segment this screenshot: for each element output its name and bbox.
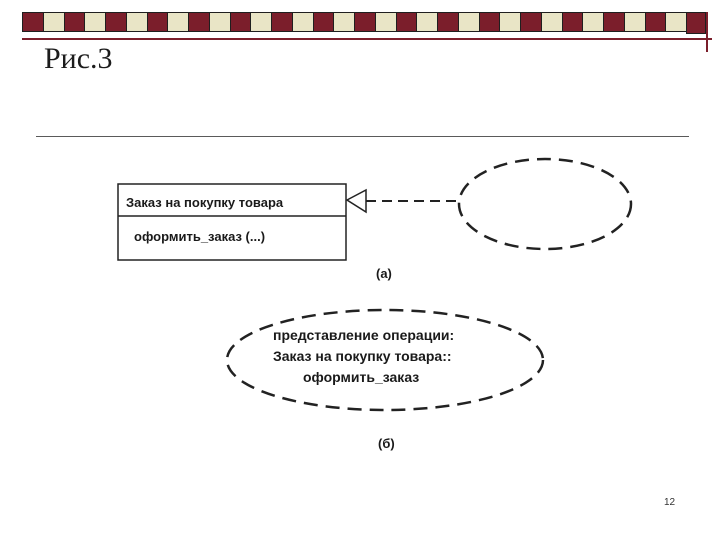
note-line-3: оформить_заказ bbox=[303, 369, 419, 385]
decoration-vertical-line bbox=[706, 12, 708, 52]
decoration-cells bbox=[22, 12, 687, 34]
top-decoration-bar bbox=[22, 12, 712, 52]
slide-title: Рис.3 bbox=[44, 42, 113, 75]
title-divider bbox=[36, 136, 689, 137]
note-line-2: Заказ на покупку товара:: bbox=[273, 348, 452, 364]
corner-square bbox=[686, 12, 706, 34]
collaboration-ellipse bbox=[457, 157, 633, 251]
decoration-line bbox=[22, 38, 712, 40]
page-number: 12 bbox=[664, 497, 676, 508]
class-operation: оформить_заказ (...) bbox=[134, 229, 265, 244]
class-box bbox=[117, 183, 347, 261]
note-line-1: представление операции: bbox=[273, 327, 454, 343]
operation-ellipse bbox=[225, 308, 545, 412]
arrow-head bbox=[345, 188, 367, 214]
caption-b: (б) bbox=[378, 436, 395, 451]
caption-a: (а) bbox=[376, 266, 392, 281]
class-name: Заказ на покупку товара bbox=[126, 195, 284, 210]
